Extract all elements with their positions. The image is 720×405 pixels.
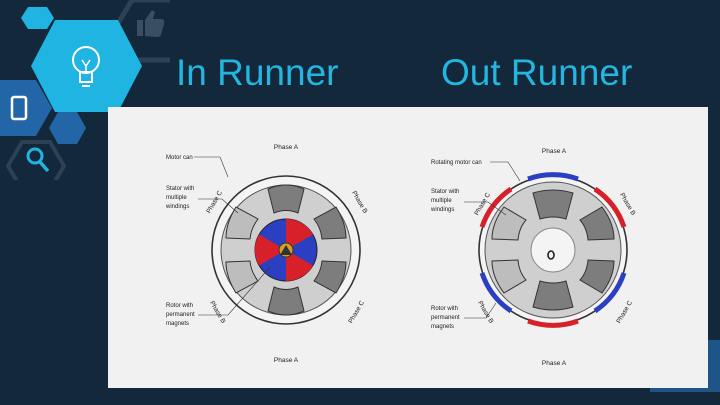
title-in-runner: In Runner [176,52,339,93]
in-label-rotor-3: magnets [166,321,189,327]
in-label-rotor-1: Rotor with [166,303,193,309]
in-label-rotor-2: permanent [166,312,195,318]
out-phase-a-top: Phase A [542,148,567,155]
out-label-stator-1: Stator with [431,189,459,195]
lightbulb-icon [31,20,142,112]
out-label-rotor-2: permanent [431,315,460,321]
in-phase-b-upper: Phase B [350,190,368,215]
phone-icon [0,80,52,136]
small-hex-dark [49,112,86,144]
in-label-stator-2: multiple [166,195,187,201]
out-label-motor-can: Rotating motor can [431,160,482,166]
out-label-rotor-3: magnets [431,324,454,330]
in-runner-diagram: Phase A Phase A Phase C Phase B Phase B … [165,144,368,364]
out-phase-b-lower: Phase B [476,300,494,325]
out-runner-stator-windings [491,189,615,311]
small-hex-topleft [21,7,54,29]
out-runner-diagram: Phase A Phase A Phase C Phase B Phase B … [430,148,636,367]
motor-diagram-image: Phase A Phase A Phase C Phase B Phase B … [108,107,708,388]
in-phase-b-lower: Phase B [208,300,226,325]
in-phase-a-bottom: Phase A [274,357,299,364]
out-label-stator-2: multiple [431,198,452,204]
in-phase-c-upper: Phase C [205,189,224,214]
search-icon [5,140,67,180]
in-label-stator-1: Stator with [166,186,194,192]
out-phase-b-upper: Phase B [618,192,636,217]
out-phase-a-bottom: Phase A [542,360,567,367]
out-label-rotor-1: Rotor with [431,306,458,312]
in-label-motor-can: Motor can [166,155,193,161]
in-phase-c-lower: Phase C [347,299,366,324]
out-label-stator-3: windings [430,207,454,213]
out-phase-c-lower: Phase C [615,299,634,324]
in-label-stator-3: windings [165,204,189,210]
title-out-runner: Out Runner [441,52,633,93]
in-runner-stator-windings [225,184,347,316]
hexagon-decoration [0,0,170,180]
in-phase-a-top: Phase A [274,144,299,151]
in-runner-rotor-magnets [254,218,318,282]
